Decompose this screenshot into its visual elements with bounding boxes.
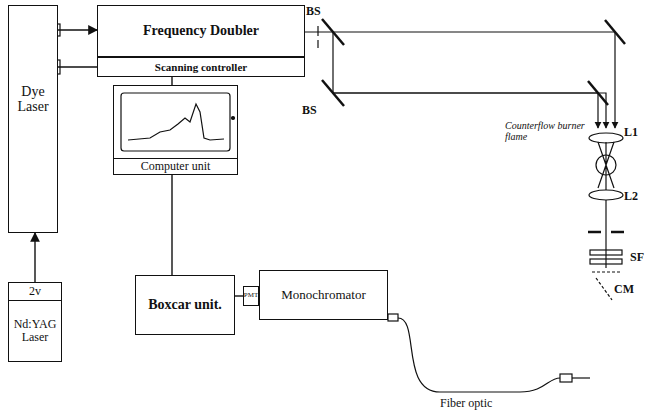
output-mark (317, 40, 318, 48)
connector (34, 233, 35, 282)
part-label: CM (614, 283, 634, 296)
slit (611, 231, 624, 234)
laser-box: Dye Laser (8, 5, 58, 233)
node-text: Nd:YAG Laser (9, 301, 61, 361)
mirror (588, 81, 608, 105)
part-label: Fiber optic (440, 397, 492, 410)
connector (58, 29, 97, 30)
connector (171, 77, 172, 85)
node-text: Dye Laser (9, 83, 57, 116)
process-box: Boxcar unit. (135, 275, 235, 335)
component-label: Counterflow burner flame (505, 120, 585, 142)
node-text: 2v (9, 283, 61, 301)
detector-box: PMT (243, 286, 259, 306)
mirror (605, 20, 625, 44)
lens (589, 190, 623, 200)
fiber-connector (388, 314, 398, 321)
fiber-optic (398, 318, 560, 392)
node-text: PMT (242, 291, 260, 301)
part-label: BS (302, 104, 317, 117)
signal-beam (605, 200, 606, 268)
laser-beam (305, 32, 615, 128)
connector (58, 66, 97, 67)
fiber-optic (572, 377, 590, 378)
node-text: Monochromator (279, 287, 367, 303)
beam-splitter (322, 80, 344, 106)
connector (171, 175, 172, 275)
fiber-connector (560, 374, 572, 382)
part-label: BS (306, 5, 321, 18)
node-text: Frequency Doubler (141, 22, 261, 39)
node-text: Scanning controller (153, 60, 249, 74)
focused-beam (598, 142, 614, 190)
filter (590, 259, 622, 264)
controller-band: Scanning controller (97, 57, 305, 77)
process-box: Frequency Doubler (97, 5, 305, 57)
burner-flame (596, 155, 616, 175)
filter (590, 250, 622, 255)
part-label: L1 (624, 126, 638, 139)
part-label: SF (630, 251, 644, 264)
beam-splitter (322, 19, 344, 45)
connector (235, 295, 243, 296)
node-text: Computer unit (114, 158, 237, 174)
lens (589, 133, 623, 143)
laser-box: 2vNd:YAG Laser (8, 282, 62, 362)
part-label: L2 (624, 190, 638, 203)
slit (588, 231, 601, 234)
monitor-knob (232, 117, 235, 120)
computer-monitor: Computer unit (113, 85, 238, 175)
laser-beam (333, 32, 598, 128)
process-box: Monochromator (259, 270, 388, 320)
monitor-screen (121, 93, 230, 151)
node-text: Boxcar unit. (146, 296, 224, 313)
output-mark (317, 26, 318, 36)
spectrum-trace (128, 104, 224, 140)
